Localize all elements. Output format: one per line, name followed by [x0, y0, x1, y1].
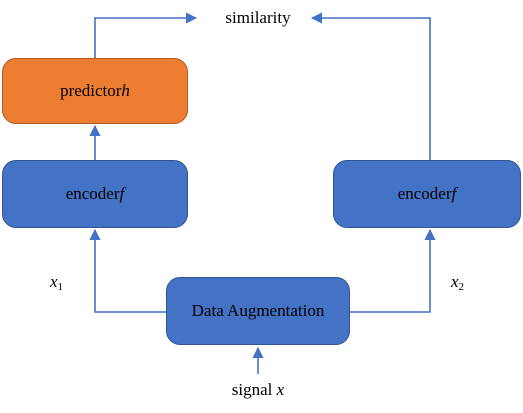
- encoder-left-box: encoder f: [2, 160, 188, 228]
- arrow-predictor-to-similarity: [94, 12, 198, 58]
- arrow-encoder-right-to-similarity: [310, 12, 431, 160]
- x2-label: x2: [451, 272, 465, 293]
- x1-label: x1: [50, 272, 64, 293]
- signal-label: signal x: [231, 380, 285, 399]
- arrow-augmentation-to-encoder-left: [89, 228, 166, 313]
- similarity-label: similarity: [225, 8, 291, 27]
- predictor-box: predictor h: [2, 58, 188, 124]
- encoder-right-box: encoder f: [333, 160, 521, 228]
- arrow-augmentation-to-encoder-right: [350, 228, 436, 313]
- data-augmentation-box: Data Augmentation: [166, 277, 350, 345]
